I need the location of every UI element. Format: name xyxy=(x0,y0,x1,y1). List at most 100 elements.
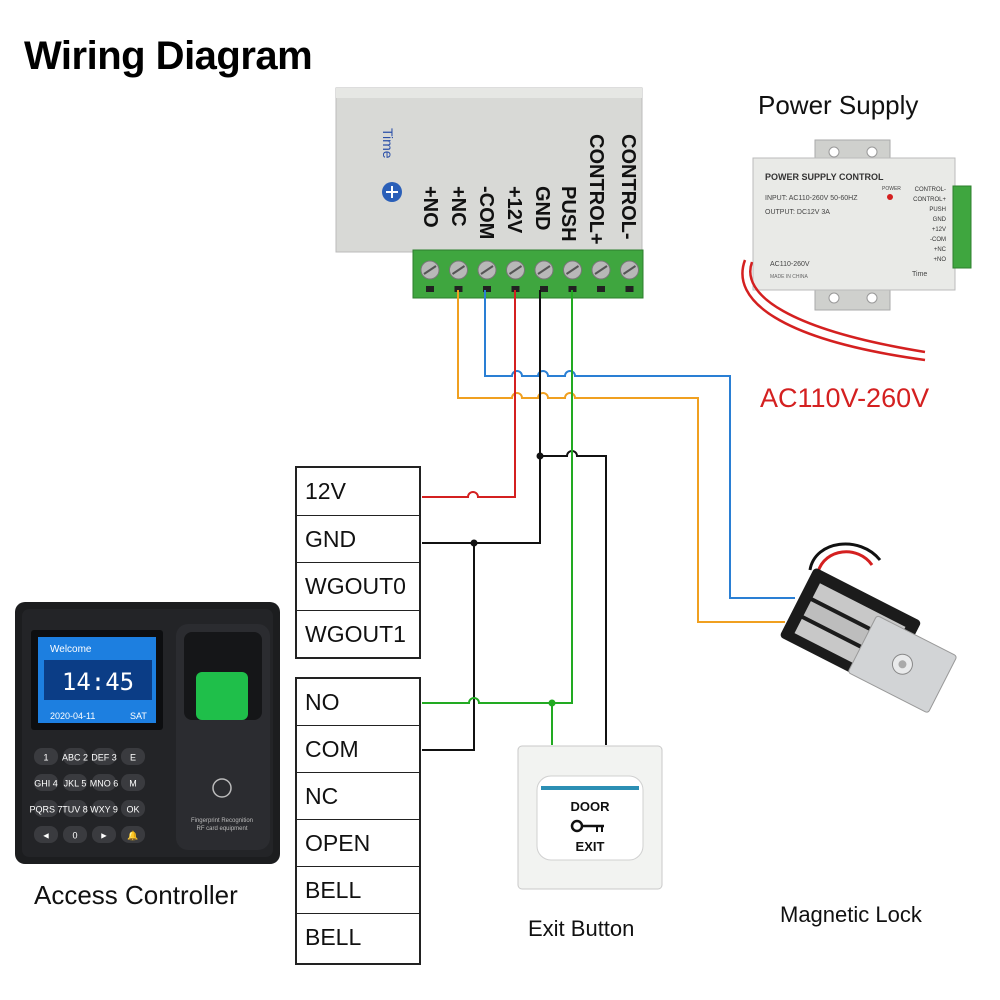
photo-title: POWER SUPPLY CONTROL xyxy=(765,172,884,182)
wire-black-gnd xyxy=(422,290,541,544)
wire-black-com xyxy=(422,543,475,751)
magnetic-lock-label: Magnetic Lock xyxy=(780,902,922,927)
wire-green-push xyxy=(422,290,573,704)
wires xyxy=(422,290,795,751)
sensor-caption-2: RF card equipment xyxy=(196,826,247,832)
exit-button-label: Exit Button xyxy=(528,916,635,941)
module-terminal-label: CONTROL+ xyxy=(585,134,607,245)
module-terminal-label: -COM xyxy=(475,186,497,239)
photo-time: Time xyxy=(912,271,927,278)
sensor-caption-1: Fingerprint Recognition xyxy=(191,818,253,824)
pin-row: WGOUT1 xyxy=(305,620,406,647)
module-terminal-label: PUSH xyxy=(557,186,579,242)
keypad-key[interactable] xyxy=(92,826,116,843)
photo-terminal-label: +12V xyxy=(932,227,946,233)
photo-terminal-label: CONTROL+ xyxy=(913,197,946,203)
keypad-key-label: TUV 8 xyxy=(62,805,88,815)
pin-row: 12V xyxy=(297,468,419,516)
keypad-key[interactable] xyxy=(34,826,58,843)
power-pin-table: 12V GND WGOUT0 WGOUT1 xyxy=(295,466,421,659)
wire-yellow xyxy=(457,290,785,623)
photo-terminal-label: +NC xyxy=(934,247,947,253)
keypad-key[interactable] xyxy=(34,774,58,791)
photo-output: OUTPUT: DC12V 3A xyxy=(765,209,830,216)
fingerprint-sensor[interactable] xyxy=(196,672,248,720)
power-led-icon xyxy=(887,194,893,200)
photo-terminal-label: PUSH xyxy=(929,207,946,213)
access-controller-label: Access Controller xyxy=(34,880,238,910)
module-terminal-label: GND xyxy=(531,186,553,230)
wire-red xyxy=(422,290,516,498)
relay-pin-table: NO COM NC OPEN BELL BELL xyxy=(295,677,421,965)
pin-row: NO xyxy=(297,679,419,727)
screen-time: 14:45 xyxy=(62,668,134,696)
keypad-key-label: 0 xyxy=(72,831,77,841)
pin-row: WGOUT0 xyxy=(297,563,419,611)
keypad-key[interactable] xyxy=(63,748,87,765)
ac-voltage-label: AC110V-260V xyxy=(760,383,930,413)
photo-terminal-label: +NO xyxy=(933,257,946,263)
exit-door-text: DOOR xyxy=(571,799,611,814)
keypad-key-label: ABC 2 xyxy=(62,753,88,763)
rfid-icon xyxy=(212,778,232,798)
keypad-key[interactable] xyxy=(92,748,116,765)
photo-terminal-label: CONTROL- xyxy=(915,187,946,193)
keypad-key-label: MNO 6 xyxy=(90,779,119,789)
keypad-key-label: GHI 4 xyxy=(34,779,58,789)
keypad-key-label: E xyxy=(130,753,136,763)
keypad-key-label: 🔔 xyxy=(127,831,138,841)
module-terminal-label: CONTROL- xyxy=(617,134,639,240)
keypad-key[interactable] xyxy=(121,800,145,817)
exit-button-device[interactable]: DOOR EXIT xyxy=(517,745,663,890)
photo-made: MADE IN CHINA xyxy=(770,274,808,280)
keypad-key[interactable] xyxy=(63,800,87,817)
key-icon xyxy=(570,819,604,833)
pin-row: NC xyxy=(297,773,419,821)
module-terminal-label: +NC xyxy=(447,186,469,227)
pin-row: BELL xyxy=(297,867,419,915)
keypad-key[interactable] xyxy=(63,826,87,843)
pin-row: COM xyxy=(297,726,419,774)
keypad-key-label: JKL 5 xyxy=(64,779,87,789)
keypad-key[interactable] xyxy=(34,748,58,765)
keypad-key-label: OK xyxy=(126,805,139,815)
exit-exit-text: EXIT xyxy=(576,839,605,854)
keypad-key-label: PQRS 7 xyxy=(29,805,62,815)
ac-wire-red xyxy=(741,259,926,362)
wire-blue xyxy=(484,290,795,599)
keypad-key-label: M xyxy=(129,779,137,789)
power-supply-photo: POWER SUPPLY CONTROL INPUT: AC110-260V 5… xyxy=(741,139,972,362)
keypad-key-label: 1 xyxy=(43,753,48,763)
module-terminal-label: +NO xyxy=(419,186,441,228)
keypad-key[interactable] xyxy=(92,800,116,817)
screen-day: SAT xyxy=(130,711,147,721)
photo-input: INPUT: AC110-260V 50-60HZ xyxy=(765,195,858,202)
keypad-key[interactable] xyxy=(121,826,145,843)
keypad-key[interactable] xyxy=(92,774,116,791)
keypad-key[interactable] xyxy=(121,774,145,791)
keypad-key-label: WXY 9 xyxy=(90,805,118,815)
keypad-key-label: DEF 3 xyxy=(91,753,117,763)
pin-row: BELL xyxy=(305,924,362,951)
photo-ac: AC110-260V xyxy=(770,261,810,268)
screen-welcome: Welcome xyxy=(50,644,92,655)
power-supply-label: Power Supply xyxy=(758,90,919,120)
module-time-label: Time xyxy=(380,128,396,159)
access-controller-device: Welcome 14:45 2020-04-11 SAT Fingerprint… xyxy=(15,602,280,864)
photo-terminal-label: -COM xyxy=(930,237,946,243)
screen-date: 2020-04-11 xyxy=(50,711,95,721)
keypad-key[interactable] xyxy=(63,774,87,791)
pin-row: GND xyxy=(297,516,419,563)
ac-wire-red-2 xyxy=(749,261,926,354)
module-terminal-label: +12V xyxy=(503,186,525,234)
photo-power: POWER xyxy=(882,186,901,192)
keypad-key[interactable] xyxy=(34,800,58,817)
pin-row: OPEN xyxy=(297,820,419,868)
magnetic-lock xyxy=(780,542,957,713)
page-title: Wiring Diagram xyxy=(24,34,313,78)
keypad-key-label: ► xyxy=(100,831,109,841)
photo-terminal-label: GND xyxy=(933,217,947,223)
keypad-key[interactable] xyxy=(121,748,145,765)
